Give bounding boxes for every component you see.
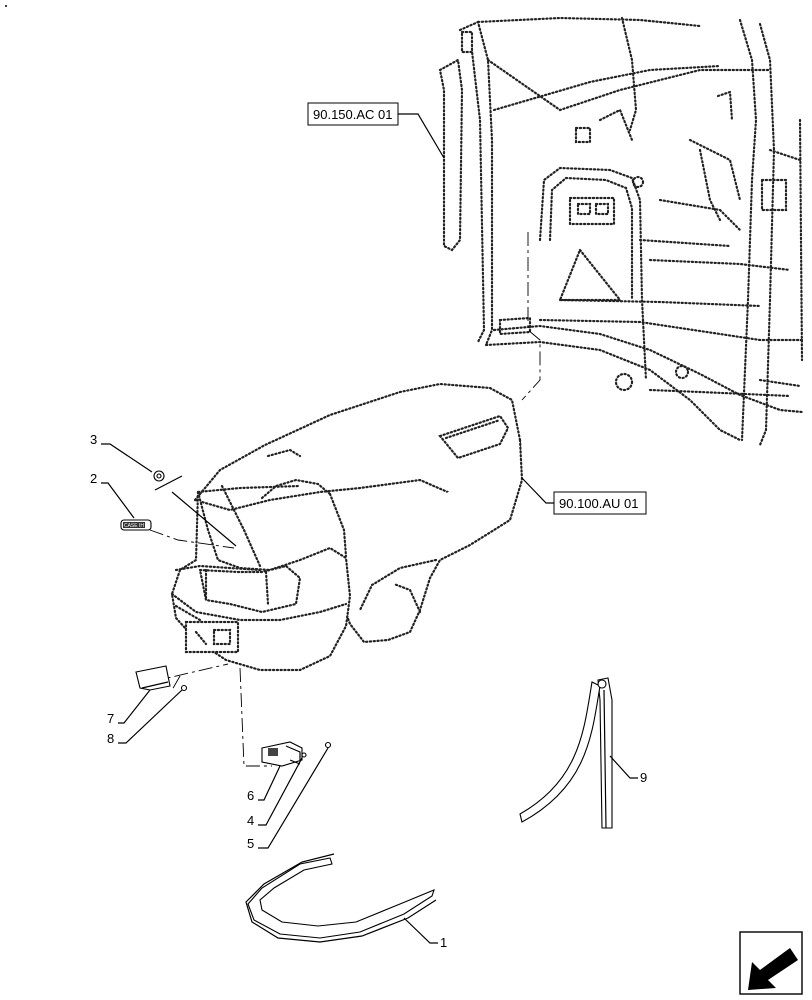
svg-text:8: 8 xyxy=(107,731,114,746)
cab-assembly xyxy=(438,16,804,447)
callout-9[interactable]: 9 xyxy=(609,755,647,785)
reference-cab[interactable]: 90.150.AC 01 xyxy=(307,102,445,159)
callout-5[interactable]: 5 xyxy=(247,747,329,851)
callout-1[interactable]: 1 xyxy=(403,917,447,950)
callout-2[interactable]: 2 xyxy=(90,471,135,519)
part-9-seal-strip[interactable] xyxy=(519,677,613,829)
part-7-plate[interactable] xyxy=(135,665,171,691)
part-3-fastener[interactable] xyxy=(153,470,237,547)
svg-text:1: 1 xyxy=(440,935,447,950)
svg-text:7: 7 xyxy=(107,711,114,726)
hood-assembly xyxy=(170,382,524,672)
reference-cab-text: 90.150.AC 01 xyxy=(313,107,393,122)
part-8-screw[interactable] xyxy=(180,684,188,692)
decal-text: CASE IH xyxy=(124,523,144,529)
callout-7[interactable]: 7 xyxy=(107,689,151,726)
part-4-screw[interactable] xyxy=(301,752,307,758)
part-5-clip[interactable] xyxy=(324,741,332,749)
arrow-down-left-icon[interactable] xyxy=(739,931,803,995)
callout-4[interactable]: 4 xyxy=(247,757,303,828)
svg-text:9: 9 xyxy=(640,770,647,785)
callout-6[interactable]: 6 xyxy=(247,765,281,803)
reference-hood-text: 90.100.AU 01 xyxy=(559,496,639,511)
part-6-bracket[interactable] xyxy=(261,741,303,767)
callout-3[interactable]: 3 xyxy=(90,432,153,473)
reference-hood[interactable]: 90.100.AU 01 xyxy=(521,477,647,515)
svg-text:2: 2 xyxy=(90,471,97,486)
part-2-decal[interactable]: CASE IH xyxy=(120,519,152,531)
corner-mark xyxy=(5,5,7,7)
svg-text:4: 4 xyxy=(247,813,254,828)
callout-8[interactable]: 8 xyxy=(107,689,183,746)
part-1-u-seal[interactable] xyxy=(245,853,437,943)
svg-text:5: 5 xyxy=(247,836,254,851)
svg-text:6: 6 xyxy=(247,788,254,803)
svg-text:3: 3 xyxy=(90,432,97,447)
